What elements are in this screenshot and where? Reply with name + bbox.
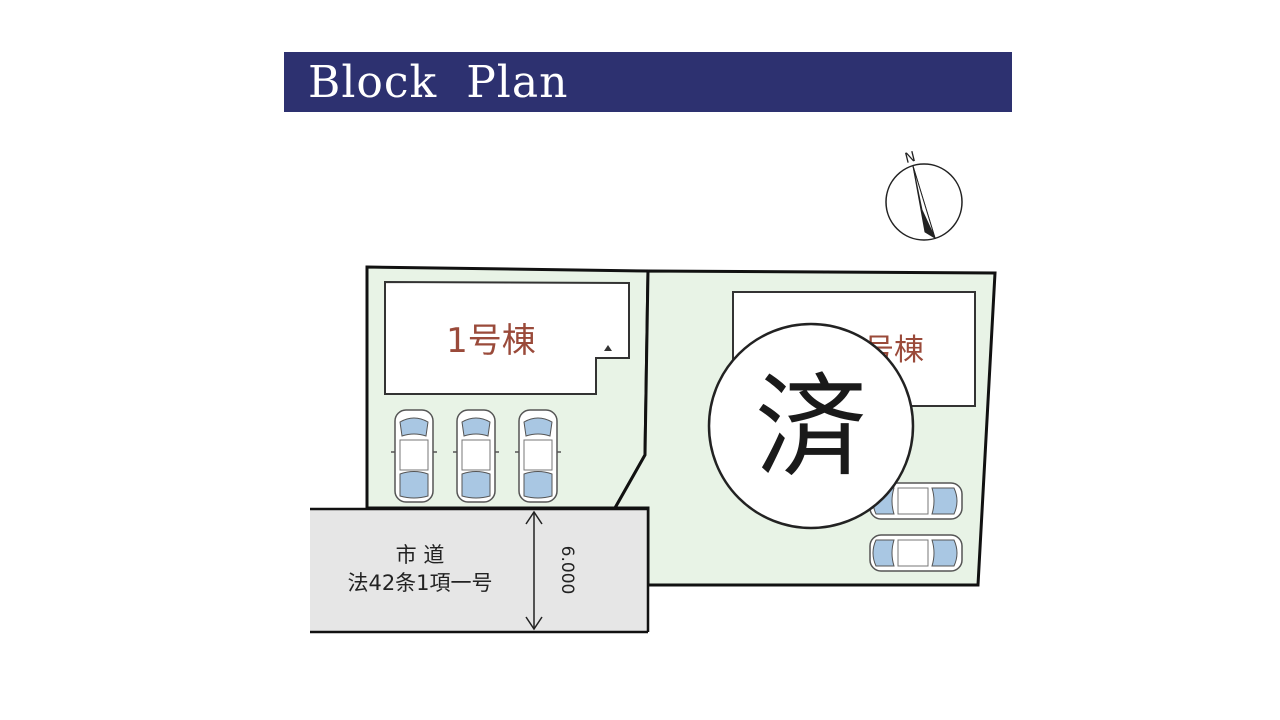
parking-car-2 [452, 409, 500, 503]
sold-stamp-text: 済 [755, 363, 867, 493]
road-width-arrow-bottom [525, 616, 543, 631]
north-label: N [903, 149, 917, 167]
north-arrow-needle-outline [912, 165, 936, 239]
building-1-footprint [384, 280, 630, 395]
lot-1-label: 1号棟 [446, 321, 536, 361]
road-width-arrow-top [525, 510, 543, 525]
page-title: Block Plan [308, 56, 569, 108]
title-bar: Block Plan [284, 52, 1012, 112]
parking-car-3 [514, 409, 562, 503]
parking-car-1 [390, 409, 438, 503]
road-name: 市 道 [396, 543, 445, 567]
north-arrow: N [885, 149, 963, 241]
parking-car-5 [869, 534, 963, 572]
road-area [310, 509, 648, 632]
sold-stamp-circle [707, 322, 915, 530]
road-width-label: 6.000 [557, 546, 577, 595]
road-classification: 法42条1項一号 [347, 571, 492, 595]
building-1-step-mark [604, 345, 612, 351]
